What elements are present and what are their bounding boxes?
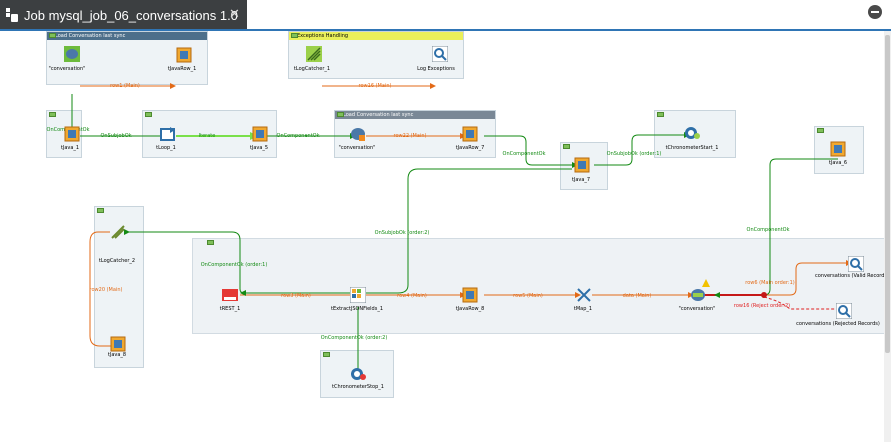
link-label: row6 (Main order:1) [745, 280, 794, 286]
link-label: data (Main) [623, 293, 652, 299]
component-label: tChronometerStart_1 [666, 145, 719, 151]
component-label: tJava_7 [572, 177, 590, 183]
connections-layer [0, 31, 891, 442]
tjava-icon[interactable] [64, 126, 80, 142]
component-label: tLogCatcher_2 [99, 258, 135, 264]
component-label: conversations (Rejected Records) [796, 321, 880, 327]
link-label: OnSubjobOk (order:1) [607, 151, 662, 157]
component-label: tJavaRow_1 [168, 66, 197, 72]
tjava-icon[interactable] [830, 141, 846, 157]
component-label: tChronometerStop_1 [332, 384, 384, 390]
link-label: OnComponentOk (order:1) [201, 262, 268, 268]
tjava-icon[interactable] [574, 157, 590, 173]
logrow-icon[interactable] [836, 303, 852, 319]
component-label: tLoop_1 [156, 145, 176, 151]
tab-title: Job mysql_job_06_conversations 1.0 [24, 8, 238, 23]
component-label: tMap_1 [574, 306, 592, 312]
link-label: row5 (Main) [513, 293, 543, 299]
link-label: row16 (Main) [359, 83, 392, 89]
mysql-output-icon[interactable] [690, 287, 706, 303]
loop-icon[interactable] [160, 126, 176, 142]
tjava-icon[interactable] [252, 126, 268, 142]
link-label: OnSubjobOk (order:2) [375, 230, 430, 236]
tjava-icon[interactable] [110, 336, 126, 352]
component-label: "conversation" [679, 306, 716, 312]
scrollbar-thumb[interactable] [885, 35, 890, 353]
component-label: tJavaRow_7 [456, 145, 485, 151]
mysql-input-icon[interactable] [350, 126, 366, 142]
link-label: row4 (Main) [397, 293, 427, 299]
tab-job[interactable]: Job mysql_job_06_conversations 1.0 ✕ [0, 0, 247, 30]
component-label: tJavaRow_8 [456, 306, 485, 312]
link-label: OnComponentOk [747, 227, 790, 233]
warning-icon [702, 279, 710, 287]
link-label: row22 (Main) [394, 133, 427, 139]
mysql-input-icon[interactable] [64, 46, 80, 62]
component-label: tJava_5 [250, 145, 268, 151]
link-label: OnComponentOk (order:2) [321, 335, 388, 341]
link-label: OnSubjobOk [100, 133, 131, 139]
component-label: tExtractJSONFields_1 [331, 306, 383, 312]
logrow-icon[interactable] [432, 46, 448, 62]
chronometer-stop-icon[interactable] [350, 365, 366, 381]
link-row6[interactable] [764, 263, 846, 295]
component-label: "conversation" [339, 145, 376, 151]
link-label: OnComponentOk [277, 133, 320, 139]
link-label: Iterate [199, 133, 216, 139]
component-label: tREST_1 [220, 306, 241, 312]
component-label: Log Exceptions [417, 66, 455, 72]
vertical-scrollbar[interactable] [884, 31, 891, 442]
minimize-button[interactable] [868, 5, 882, 19]
link-label: row20 (Main) [90, 287, 123, 293]
javarow-icon[interactable] [462, 126, 478, 142]
component-label: "conversation" [49, 66, 86, 72]
component-label: tJava_6 [829, 160, 847, 166]
link-label: row3 (Main) [281, 293, 311, 299]
editor-tab-bar: Job mysql_job_06_conversations 1.0 ✕ [0, 0, 891, 30]
component-label: conversations (Valid Records) [815, 273, 889, 279]
component-label: tLogCatcher_1 [294, 66, 330, 72]
component-label: tJava_8 [108, 352, 126, 358]
rest-icon[interactable] [222, 287, 238, 303]
javarow-icon[interactable] [462, 287, 478, 303]
tmap-icon[interactable] [576, 287, 592, 303]
job-icon [6, 8, 18, 22]
link-label: row16 (Reject order:2) [734, 303, 790, 309]
logrow-icon[interactable] [848, 256, 864, 272]
link-label: row1 (Main) [110, 83, 140, 89]
logcatcher-icon[interactable] [306, 46, 322, 62]
link-label: OnComponentOk [503, 151, 546, 157]
logcatcher-icon[interactable] [110, 224, 126, 240]
javarow-icon[interactable] [176, 47, 192, 63]
extract-json-icon[interactable] [350, 287, 366, 303]
close-icon[interactable]: ✕ [229, 7, 240, 22]
chronometer-start-icon[interactable] [684, 124, 700, 140]
component-label: tJava_1 [61, 145, 79, 151]
